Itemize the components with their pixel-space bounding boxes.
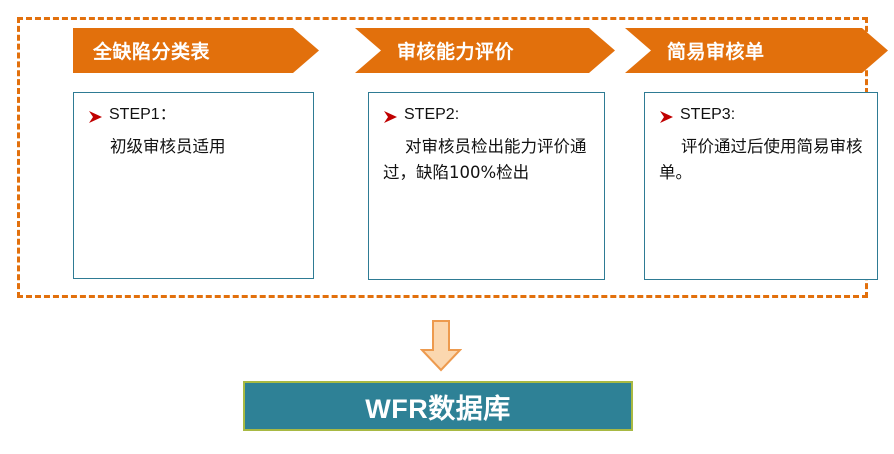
step-box-3[interactable]: STEP3: 评价通过后使用简易审核单。 <box>644 92 878 280</box>
step-body-2: 对审核员检出能力评价通过，缺陷100%检出 <box>383 137 587 182</box>
arrow-bullet-icon <box>659 109 674 125</box>
step-box-1[interactable]: STEP1： 初级审核员适用 <box>73 92 314 279</box>
step-body-1: 初级审核员适用 <box>110 137 226 156</box>
stage-banner-3[interactable]: 简易审核单 <box>625 28 888 73</box>
arrow-bullet-icon <box>88 109 103 125</box>
stage-banner-1[interactable]: 全缺陷分类表 <box>73 28 319 73</box>
step-body-3: 评价通过后使用简易审核单。 <box>659 137 863 182</box>
stage-banner-label-1: 全缺陷分类表 <box>93 42 211 63</box>
step-heading-2: STEP2: <box>383 107 594 123</box>
down-arrow-icon <box>419 320 463 372</box>
step-heading-3: STEP3: <box>659 107 867 123</box>
stage-banner-label-3: 简易审核单 <box>667 42 765 63</box>
step-title-2: STEP2: <box>404 106 460 123</box>
arrow-bullet-icon <box>383 109 398 125</box>
step-title-3: STEP3: <box>680 106 736 123</box>
stage-banner-2[interactable]: 审核能力评价 <box>355 28 615 73</box>
result-database-bar[interactable]: WFR数据库 <box>243 381 633 431</box>
step-title-1: STEP1： <box>109 106 176 123</box>
step-heading-1: STEP1： <box>88 107 303 123</box>
stage-banner-label-2: 审核能力评价 <box>397 42 515 63</box>
result-database-label: WFR数据库 <box>365 393 511 424</box>
step-box-2[interactable]: STEP2: 对审核员检出能力评价通过，缺陷100%检出 <box>368 92 605 280</box>
